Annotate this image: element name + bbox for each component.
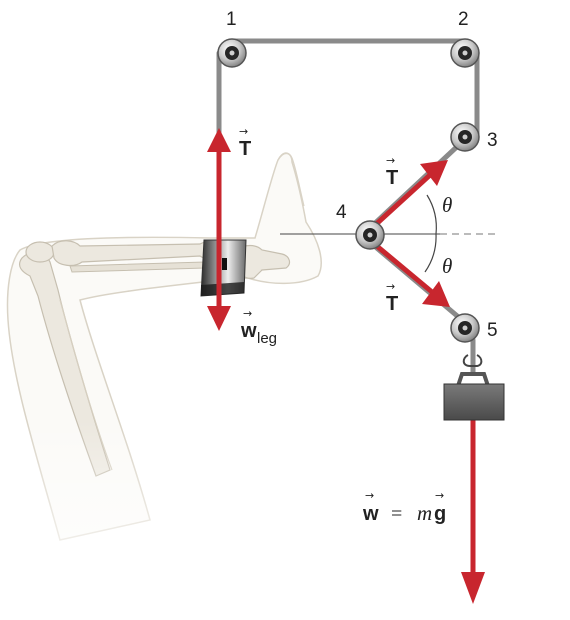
- weight-leg-subscript: leg: [257, 330, 277, 347]
- tension-label-leg: → T: [239, 125, 251, 160]
- tension-label-lower: → T: [386, 280, 398, 315]
- weight-hook: [462, 354, 483, 367]
- force-arrows: [207, 128, 485, 604]
- vector-arrow-marker: →: [239, 125, 248, 138]
- weight-body: [443, 383, 505, 421]
- mass-symbol: m: [417, 501, 432, 525]
- pulley-3-label: 3: [487, 130, 498, 151]
- weight-symbol: w: [362, 503, 379, 525]
- tension-symbol: T: [386, 167, 398, 189]
- weight-leg-symbol: w: [240, 320, 257, 342]
- pulley-2: [450, 38, 480, 68]
- vector-arrow-marker: →: [386, 154, 395, 167]
- equals-sign: =: [391, 503, 402, 525]
- pulley-1: [217, 38, 247, 68]
- vector-arrow-marker: →: [243, 307, 252, 320]
- angle-arc-lower: [424, 233, 437, 273]
- angle-theta-upper: θ: [442, 193, 452, 217]
- vector-arrow-marker: →: [435, 489, 444, 502]
- tension-arrow-lower: [370, 240, 450, 307]
- leg-skeleton-illustration: [0, 152, 322, 620]
- weight-block-icon: [443, 354, 505, 421]
- tension-arrow-upper: [370, 160, 448, 230]
- pulley-1-label: 1: [226, 9, 237, 30]
- ankle-splint: [200, 239, 247, 297]
- pulley-5: [450, 313, 480, 343]
- angle-arc-upper: [426, 194, 437, 235]
- pulley-2-label: 2: [458, 9, 469, 30]
- weight-arrow-down: [461, 420, 485, 604]
- tension-symbol: T: [239, 138, 251, 160]
- tension-label-upper: → T: [386, 154, 398, 189]
- kneecap-bone: [25, 241, 55, 263]
- vector-arrow-marker: →: [365, 489, 374, 502]
- angle-theta-lower: θ: [442, 254, 452, 278]
- pulley-4-label: 4: [336, 202, 347, 223]
- weight-leg-label: → w leg: [240, 307, 277, 347]
- gravity-symbol: g: [434, 503, 446, 525]
- weight-leg-arrow-down: [207, 242, 231, 331]
- tension-arrow-leg-up: [207, 128, 231, 242]
- leg-fade: [0, 420, 200, 620]
- toes-outline: [277, 152, 305, 207]
- tension-symbol: T: [386, 293, 398, 315]
- weight-equation: → w = m → g: [362, 489, 446, 525]
- rope: [216, 38, 480, 375]
- vector-arrow-marker: →: [386, 280, 395, 293]
- pulley-5-label: 5: [487, 320, 498, 341]
- pulley-3: [450, 122, 480, 152]
- pulley-4: [355, 220, 385, 250]
- weight-handle: [456, 372, 490, 387]
